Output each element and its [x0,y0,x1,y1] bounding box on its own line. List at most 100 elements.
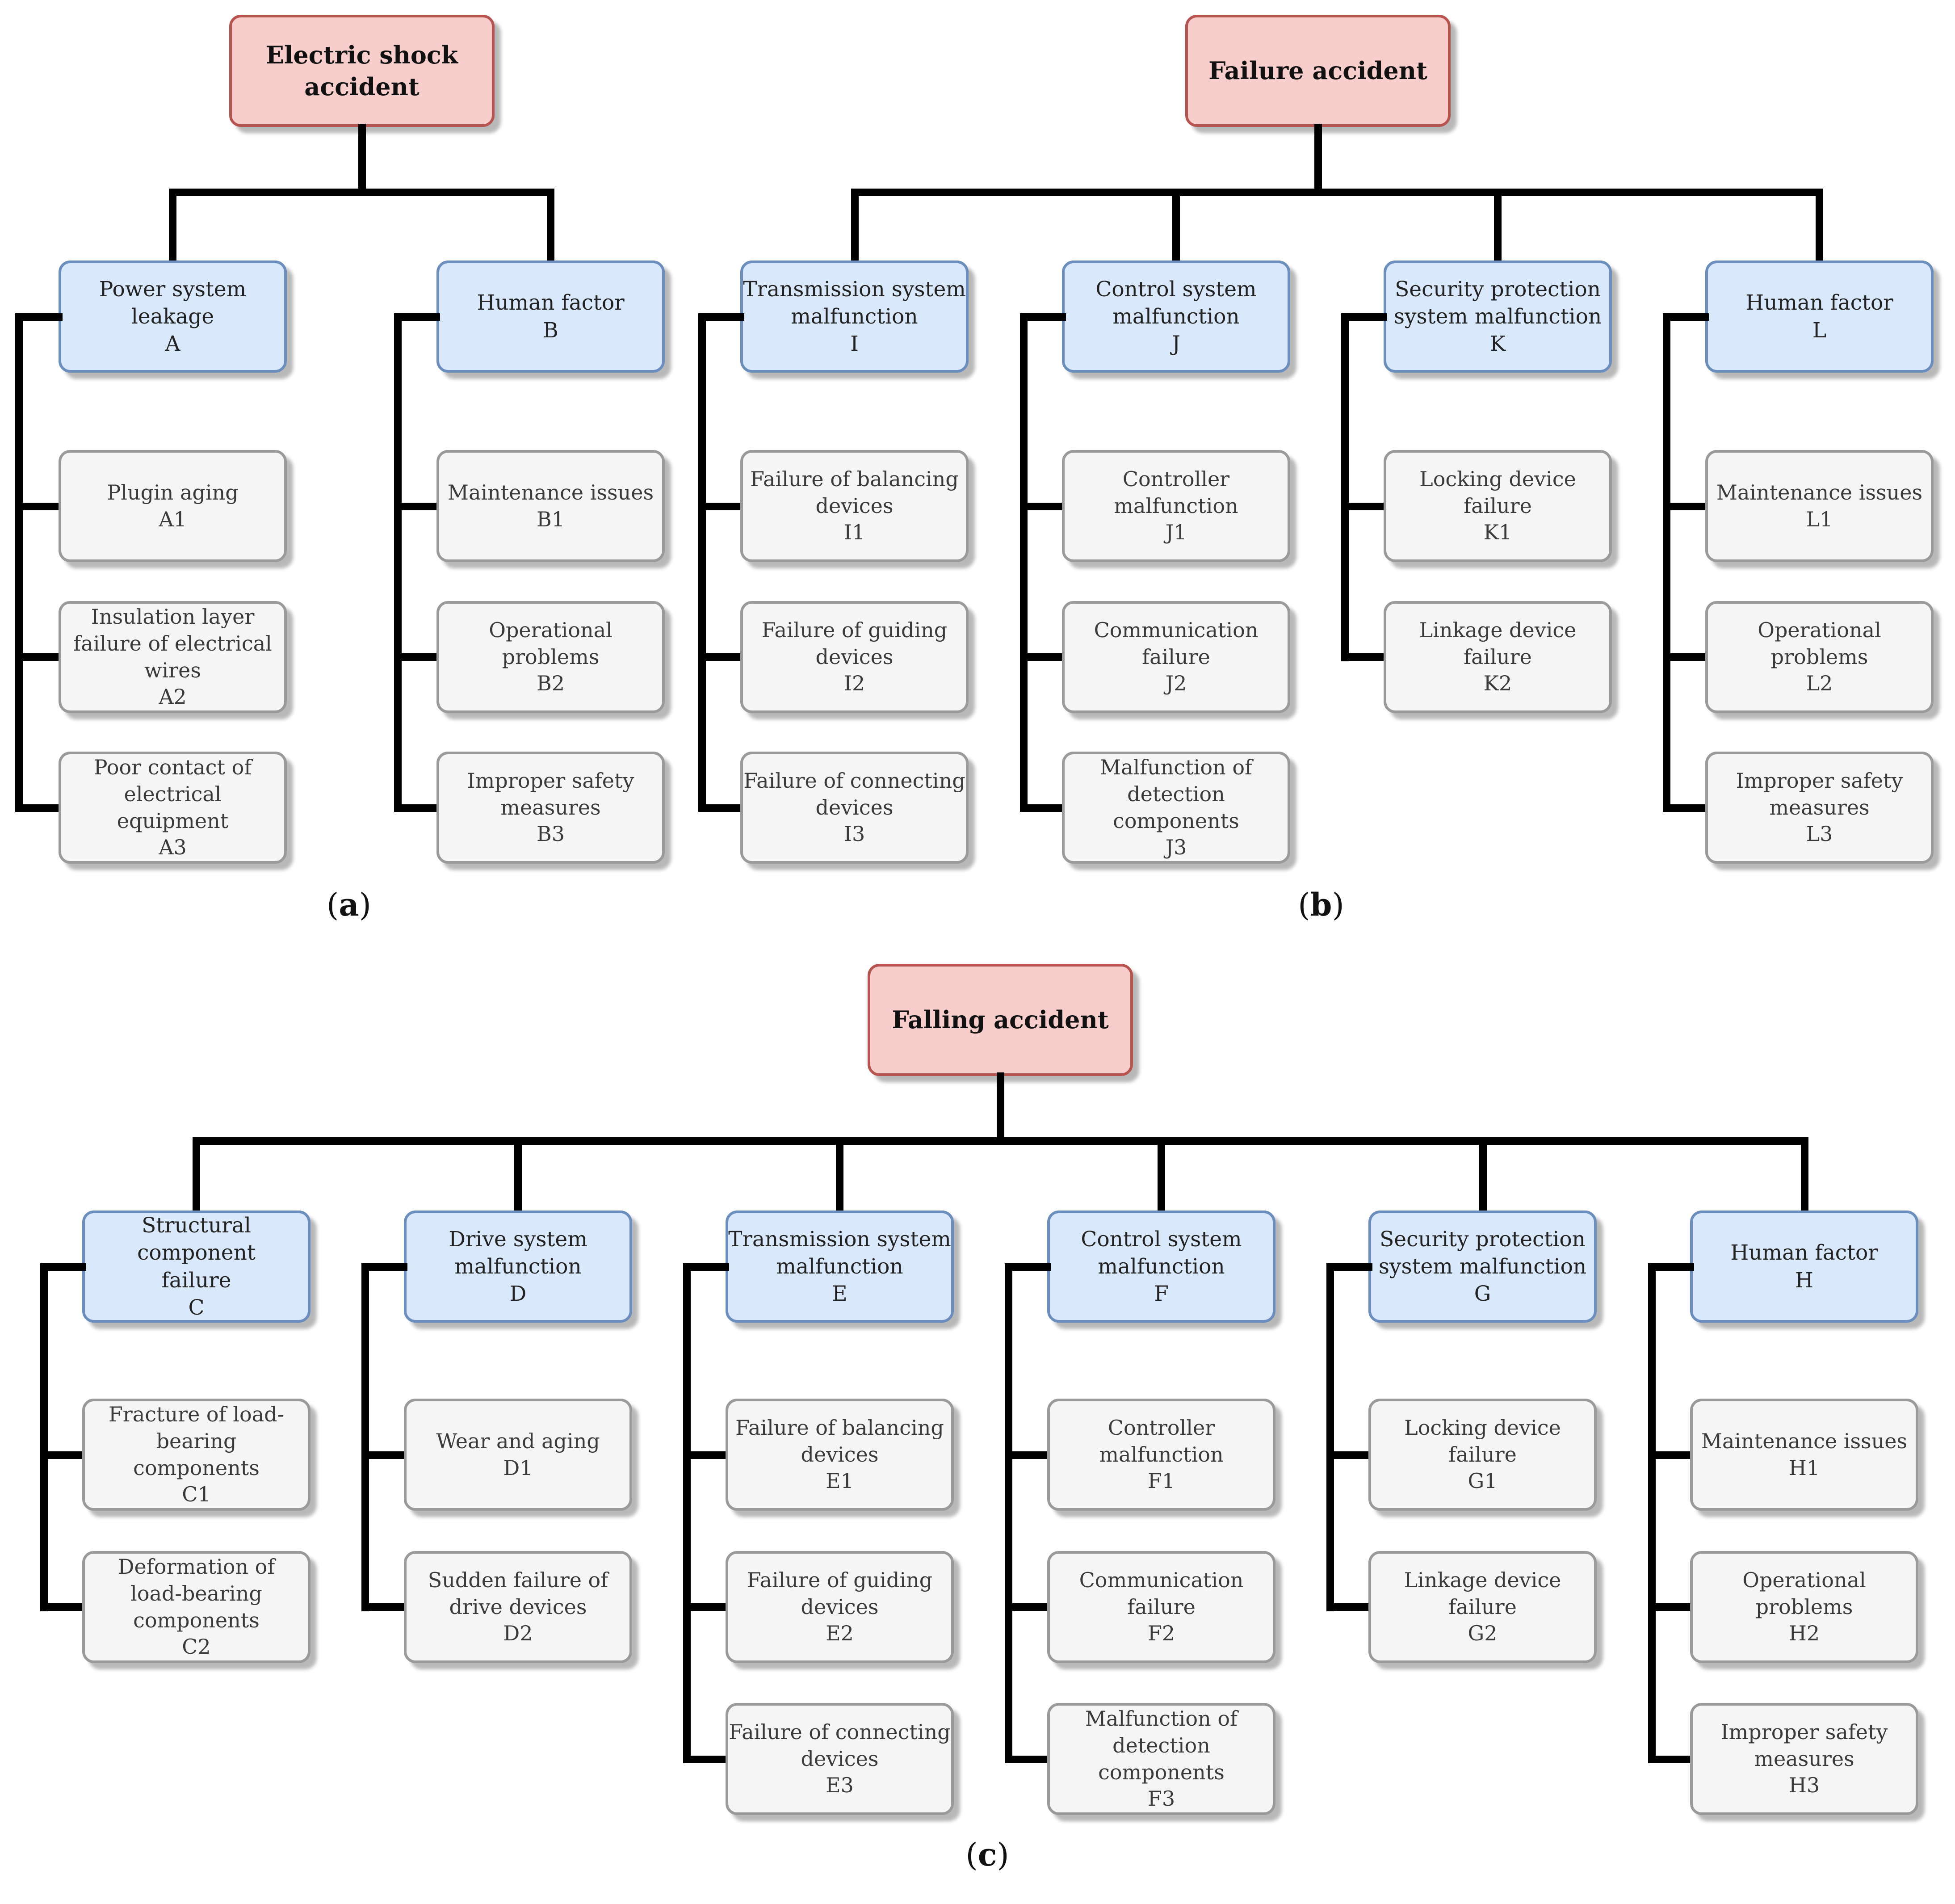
box-title-line: Failure of connecting [729,1719,951,1744]
box-title-line: electrical [124,782,222,806]
box-title-line: Linkage device [1404,1568,1561,1592]
box-title-line: Controller [1122,467,1230,491]
box-code: J [1172,332,1180,357]
box-code: G [1474,1282,1491,1307]
branch-tick-line [394,804,440,812]
branch-spine-line [683,1263,691,1763]
box-title-line: Plugin aging [107,480,239,504]
box-title-line: Human factor [1745,290,1893,315]
box-title-line: Falling accident [892,1005,1109,1034]
box-title-line: devices [801,1442,879,1467]
box-code: J3 [1165,835,1187,860]
category-drop-line [1157,1137,1165,1215]
category-drop-line [851,188,859,265]
branch-tick-line [1019,804,1066,812]
branch-tick-line [1326,1451,1372,1459]
box-code: E1 [826,1469,854,1493]
branch-tick-line [1662,653,1709,661]
branch-spine-line [1662,313,1670,812]
box-code: H1 [1788,1455,1820,1480]
box-title-line: drive devices [449,1594,587,1619]
panel-letter: b [1310,886,1332,923]
box-code: B3 [536,822,565,846]
category-drop-line [1172,188,1180,265]
box-code: C2 [182,1635,211,1659]
box-title-line: Locking device [1404,1415,1561,1440]
branch-spine-line [1019,313,1028,812]
box-title-line: Operational problems [489,618,613,669]
box-title-line: failure [1448,1442,1517,1467]
branch-spine-line [40,1263,48,1611]
box-title-line: Failure of guiding [747,1568,933,1592]
box-title-line: failure [1448,1594,1517,1619]
box-title-line: failure [1464,644,1532,669]
box-title-line: detection components [1098,1733,1225,1784]
panel-label-a: (a) [327,886,371,923]
branch-tick-line [698,502,744,510]
branch-tick-line [1004,1755,1051,1763]
box-title-line: components [133,1608,260,1632]
box-title-line: measures [1769,795,1870,820]
branch-tick-line [394,653,440,661]
box-code: C [188,1295,205,1320]
box-code: L1 [1806,507,1833,531]
box-code: J1 [1165,520,1187,545]
box-title-line: Structural component [137,1213,256,1265]
box-title-line: Operational problems [1758,618,1881,669]
box-code: I [850,332,859,357]
category-drop-line [835,1137,843,1215]
box-title-line: Human factor [1730,1240,1878,1265]
box-code: E [832,1282,847,1307]
box-title-line: Transmission system [728,1227,951,1252]
box-title-line: malfunction [791,304,918,329]
box-title-line: Sudden failure of [428,1568,608,1592]
branch-tick-line [394,502,440,510]
box-code: F1 [1147,1469,1175,1493]
branch-tick-line [698,653,744,661]
box-title-line: devices [801,1594,879,1619]
box-title-line: Communication failure [1094,618,1259,669]
box-code: K2 [1483,671,1512,696]
panel-label-c: (c) [965,1836,1009,1873]
branch-tick-line [40,1451,86,1459]
branch-tick-line [698,313,744,321]
box-title-line: Human factor [477,290,625,315]
box-title-line: malfunction [454,1254,582,1279]
branch-spine-line [361,1263,369,1611]
box-title-line: Communication failure [1079,1568,1244,1619]
branch-tick-line [361,1603,407,1611]
box-title-line: Controller [1108,1415,1215,1440]
branch-tick-line [683,1451,729,1459]
box-title-line: Failure of balancing [750,467,959,491]
branch-tick-line [15,653,63,661]
box-code: A2 [159,685,187,709]
box-code: B2 [536,671,565,696]
box-title-line: Locking device [1419,467,1576,491]
branch-tick-line [361,1451,407,1459]
branch-spine-line [698,313,706,812]
box-code: B [543,318,558,343]
box-title-line: system malfunction [1393,304,1602,329]
category-drop-line [1815,188,1823,265]
box-title-line: measures [1754,1746,1854,1771]
box-title-line: Wear and aging [436,1429,600,1453]
